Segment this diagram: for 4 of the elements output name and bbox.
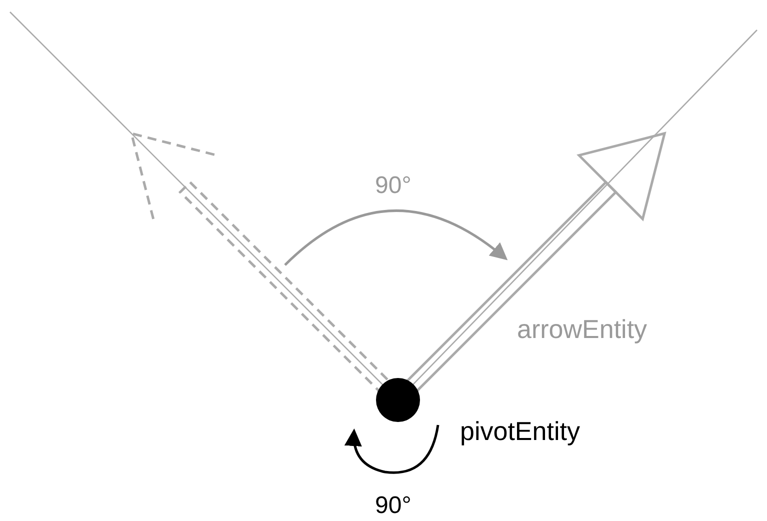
angle-label: 90°	[375, 174, 412, 198]
angle-label: 90°	[375, 494, 412, 518]
entity-label: pivotEntity	[460, 418, 580, 444]
entity-label: arrowEntity	[517, 316, 648, 342]
